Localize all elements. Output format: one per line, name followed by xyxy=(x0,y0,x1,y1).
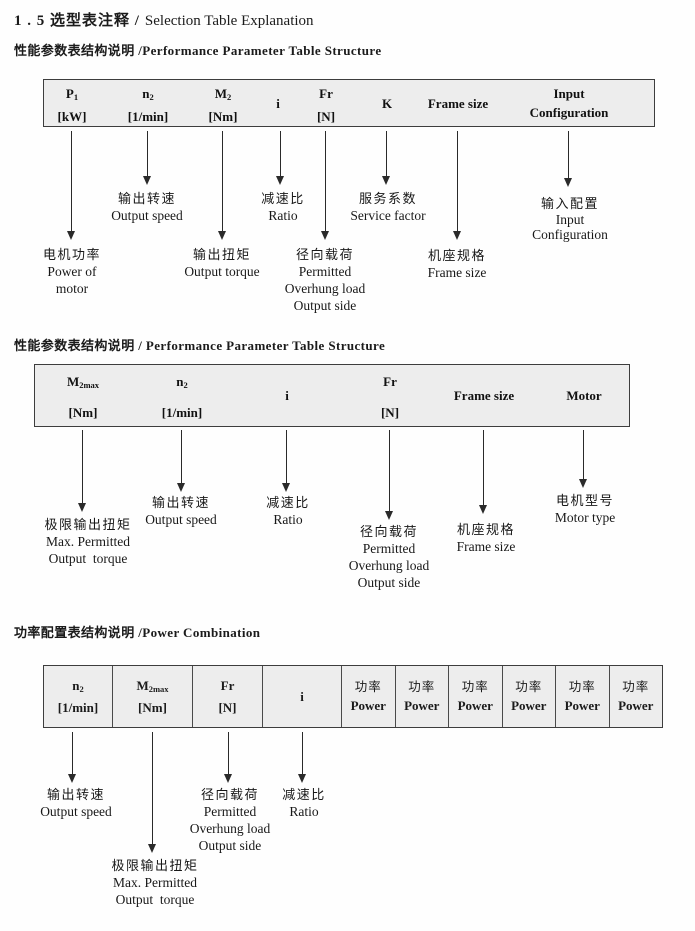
callout-max-output-torque: 极限输出扭矩 Max. Permitted Output torque xyxy=(44,517,132,566)
down-arrow-icon xyxy=(453,131,461,240)
col-header-p1: P1 [kW] xyxy=(57,86,87,124)
callout-output-speed: 输出转速 Output speed xyxy=(111,191,183,223)
down-arrow-icon xyxy=(479,430,487,514)
col-header-i: i xyxy=(276,96,280,111)
down-arrow-icon xyxy=(282,430,290,492)
power-combination-table: n2 [1/min] M2max [Nm] Fr [N] i 功率 Power … xyxy=(43,665,663,728)
down-arrow-icon xyxy=(276,131,284,185)
callout-output-speed: 输出转速 Output speed xyxy=(40,787,112,819)
col-header-m2max: M2max [Nm] xyxy=(113,666,193,727)
col-header-power-4: 功率 Power xyxy=(503,666,556,727)
col-header-i: i xyxy=(285,388,289,403)
down-arrow-icon xyxy=(579,430,587,488)
col-header-n2: n2 [1/min] xyxy=(44,666,113,727)
page-title: 1 . 5 选型表注释 /Selection Table Explanation xyxy=(14,9,314,30)
col-header-frame-size: Frame size xyxy=(427,96,489,111)
col-header-n2: n2 [1/min] xyxy=(127,86,169,124)
callout-service-factor: 服务系数 Service factor xyxy=(350,191,426,223)
down-arrow-icon xyxy=(382,131,390,185)
callout-output-speed: 输出转速 Output speed xyxy=(145,495,217,527)
section-3-heading: 功率配置表结构说明 /Power Combination xyxy=(14,625,261,640)
callout-ratio: 减速比 Ratio xyxy=(266,495,310,527)
col-header-fr: Fr [N] xyxy=(316,86,336,124)
col-header-frame-size: Frame size xyxy=(453,388,515,403)
callout-max-output-torque: 极限输出扭矩 Max. Permitted Output torque xyxy=(111,858,199,907)
down-arrow-icon xyxy=(385,430,393,520)
down-arrow-icon xyxy=(564,131,572,187)
callout-frame-size: 机座规格 Frame size xyxy=(456,522,516,554)
col-header-n2: n2 [1/min] xyxy=(161,374,203,420)
col-header-fr: Fr [N] xyxy=(193,666,263,727)
section-1-heading: 性能参数表结构说明 /Performance Parameter Table S… xyxy=(14,43,382,58)
down-arrow-icon xyxy=(68,732,76,783)
page-title-en: Selection Table Explanation xyxy=(144,13,314,29)
callout-motor-type: 电机型号 Motor type xyxy=(554,493,616,525)
callout-ratio: 减速比 Ratio xyxy=(261,191,305,223)
down-arrow-icon xyxy=(78,430,86,512)
down-arrow-icon xyxy=(67,131,75,240)
col-header-power-6: 功率 Power xyxy=(618,680,654,713)
col-header-m2max: M2max [Nm] xyxy=(66,374,100,420)
down-arrow-icon xyxy=(148,732,156,853)
callout-input-configuration: 输入配置 Input Configuration xyxy=(532,196,608,242)
down-arrow-icon xyxy=(321,131,329,240)
callout-overhung-load: 径向载荷 Permitted Overhung load Output side xyxy=(284,247,366,313)
down-arrow-icon xyxy=(177,430,185,492)
section-2-heading: 性能参数表结构说明 / Performance Parameter Table … xyxy=(14,338,386,353)
col-header-i: i xyxy=(263,666,342,727)
col-header-motor: Motor xyxy=(566,388,602,403)
down-arrow-icon xyxy=(224,732,232,783)
col-header-k: K xyxy=(381,96,393,111)
callout-overhung-load: 径向载荷 Permitted Overhung load Output side xyxy=(189,787,271,853)
down-arrow-icon xyxy=(143,131,151,185)
col-header-power-5: 功率 Power xyxy=(556,666,610,727)
col-header-power-3: 功率 Power xyxy=(449,666,503,727)
callout-ratio: 减速比 Ratio xyxy=(282,787,326,819)
down-arrow-icon xyxy=(298,732,306,783)
callout-power-of-motor: 电机功率 Power of motor xyxy=(42,247,102,296)
performance-table-1: P1 [kW] n2 [1/min] M2 [Nm] i Fr [N] K Fr… xyxy=(43,79,655,127)
performance-table-2: M2max [Nm] n2 [1/min] i Fr [N] Frame siz… xyxy=(34,364,630,427)
col-header-m2: M2 [Nm] xyxy=(208,86,238,124)
col-header-power-2: 功率 Power xyxy=(396,666,449,727)
col-header-input-configuration: Input Configuration xyxy=(529,86,609,120)
down-arrow-icon xyxy=(218,131,226,240)
callout-overhung-load: 径向载荷 Permitted Overhung load Output side xyxy=(348,524,430,590)
col-header-fr: Fr [N] xyxy=(380,374,400,420)
callout-frame-size: 机座规格 Frame size xyxy=(427,248,487,280)
col-header-power-1: 功率 Power xyxy=(342,666,396,727)
callout-output-torque: 输出扭矩 Output torque xyxy=(184,247,260,279)
page-title-zh: 1 . 5 选型表注释 / xyxy=(14,13,140,29)
